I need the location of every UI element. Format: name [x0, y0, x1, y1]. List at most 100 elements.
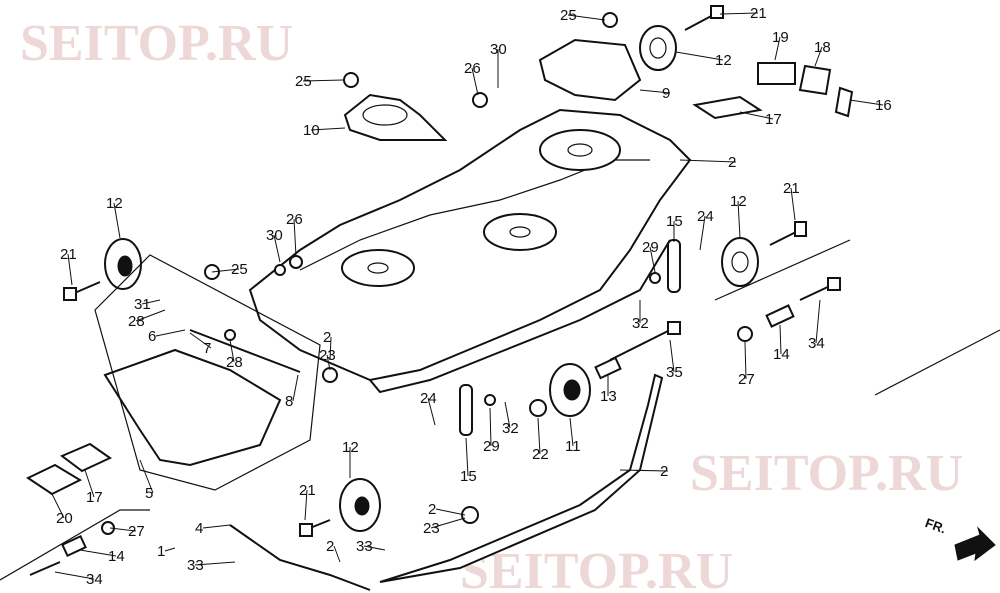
leader-line — [211, 268, 240, 273]
part-number-callout: 25 — [295, 73, 312, 90]
part-number-callout: 14 — [108, 548, 125, 565]
part-number-callout: 31 — [134, 296, 151, 313]
leader-line — [699, 215, 706, 251]
leader-line — [719, 12, 759, 15]
part-number-callout: 14 — [773, 346, 790, 363]
part-number-callout: 17 — [765, 111, 782, 128]
leader-line — [329, 336, 332, 361]
part-number-callout: 18 — [814, 39, 831, 56]
leader-line — [567, 14, 606, 21]
part-number-callout: 12 — [106, 195, 123, 212]
part-number-callout: 13 — [600, 388, 617, 405]
leader-line — [51, 493, 65, 519]
leader-line — [109, 527, 137, 532]
part-number-callout: 27 — [128, 523, 145, 540]
part-number-callout: 33 — [356, 538, 373, 555]
leader-line — [430, 517, 466, 529]
part-number-callout: 2 — [728, 154, 736, 171]
part-number-callout: 8 — [285, 393, 293, 410]
part-number-callout: 12 — [715, 52, 732, 69]
part-number-callout: 21 — [60, 246, 77, 263]
part-number-callout: 19 — [772, 29, 789, 46]
leader-line — [67, 253, 73, 286]
leader-line — [465, 437, 469, 477]
part-number-callout: 32 — [632, 315, 649, 332]
part-number-callout: 25 — [560, 7, 577, 24]
leader-line — [737, 200, 741, 239]
hardware — [29, 5, 841, 576]
part-number-callout: 32 — [502, 420, 519, 437]
part-number-callout: 23 — [319, 347, 336, 364]
part-number-callout: 12 — [342, 439, 359, 456]
leader-line — [675, 51, 724, 61]
part-number-callout: 26 — [286, 211, 303, 228]
leader-line — [774, 36, 781, 61]
watermark: SEITOP.RU — [460, 543, 733, 593]
part-number-callout: 29 — [642, 239, 659, 256]
leader-line — [790, 187, 796, 221]
part-number-callout: 22 — [532, 446, 549, 463]
leader-line — [54, 571, 95, 580]
leader-line — [302, 79, 344, 82]
leader-line — [504, 401, 511, 429]
leader-line — [304, 489, 308, 521]
front-label: FR. — [923, 515, 948, 536]
part-number-callout: 30 — [266, 227, 283, 244]
part-number-callout: 17 — [86, 489, 103, 506]
part-number-callout: 2 — [323, 329, 331, 346]
part-number-callout: 21 — [299, 482, 316, 499]
discharge-chute — [94, 254, 321, 491]
leader-line — [815, 299, 821, 344]
part-number-callout: 35 — [666, 364, 683, 381]
leader-line — [427, 397, 436, 426]
leader-line — [619, 469, 669, 472]
leader-line — [649, 246, 656, 273]
leader-line — [155, 329, 186, 337]
part-number-callout: 15 — [460, 468, 477, 485]
leader-line — [189, 332, 212, 349]
leader-line — [849, 99, 884, 106]
leader-line — [135, 309, 166, 322]
leader-line — [139, 459, 154, 494]
part-number-callout: 15 — [666, 213, 683, 230]
leader-lines — [51, 12, 884, 580]
part-number-callout: 28 — [128, 313, 145, 330]
part-number-callout: 2 — [428, 501, 436, 518]
leader-line — [164, 547, 176, 552]
leader-line — [471, 67, 479, 96]
part-number-callout: 24 — [420, 390, 437, 407]
leader-line — [202, 524, 231, 529]
watermark: SEITOP.RU — [690, 445, 963, 502]
part-number-callout: 34 — [86, 571, 103, 588]
part-number-callout: 16 — [875, 97, 892, 114]
leader-line — [363, 545, 386, 551]
leader-line — [779, 324, 782, 355]
leader-line — [141, 299, 161, 305]
leader-line — [326, 354, 331, 371]
leader-line — [537, 417, 541, 455]
gauge-wheels — [104, 25, 759, 532]
leader-line — [333, 545, 341, 563]
part-number-callout: 24 — [697, 208, 714, 225]
part-number-callout: 9 — [662, 85, 670, 102]
part-number-callout: 25 — [231, 261, 248, 278]
part-number-callout: 5 — [145, 485, 153, 502]
part-number-callout: 20 — [56, 510, 73, 527]
part-number-callout: 33 — [187, 557, 204, 574]
belt-cover — [343, 38, 642, 141]
leader-line — [814, 46, 823, 67]
part-number-callout: 7 — [203, 340, 211, 357]
watermark: SEITOP.RU — [20, 15, 293, 72]
leader-line — [84, 469, 95, 498]
part-number-callout: 6 — [148, 328, 156, 345]
part-number-callout: 21 — [750, 5, 767, 22]
part-number-callout: 26 — [464, 60, 481, 77]
leader-line — [569, 417, 574, 447]
part-number-callout: 27 — [738, 371, 755, 388]
part-number-callout: 34 — [808, 335, 825, 352]
leader-line — [293, 218, 297, 257]
leader-line — [79, 549, 117, 557]
